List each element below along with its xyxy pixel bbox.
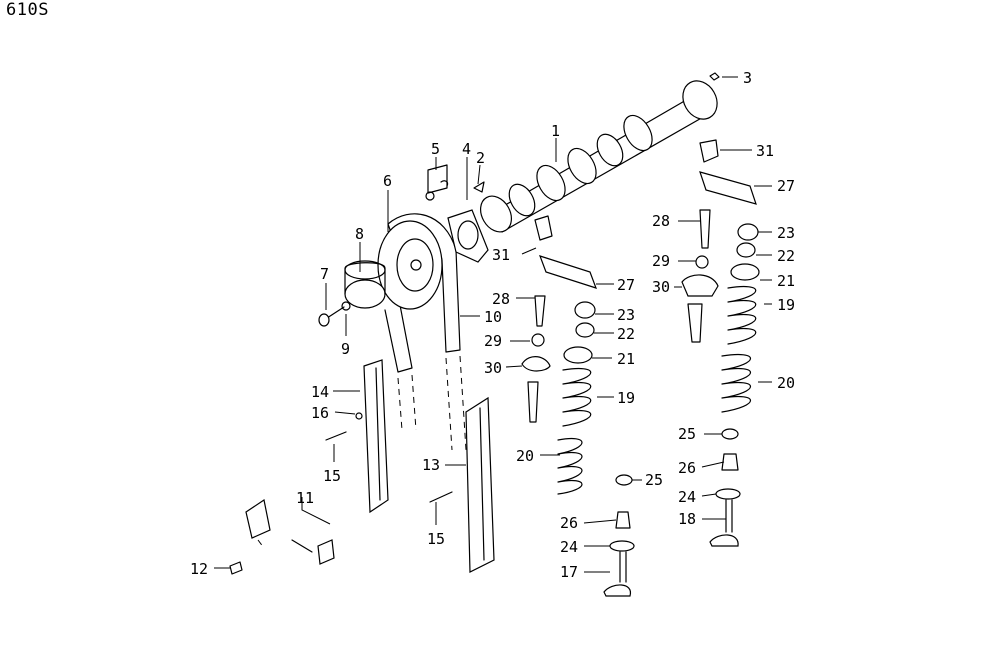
callout-29a: 29 — [484, 332, 502, 350]
callout-8: 8 — [355, 225, 364, 243]
distributor-drive — [318, 260, 386, 327]
callout-29b: 29 — [652, 252, 670, 270]
callout-5: 5 — [431, 140, 440, 158]
callout-1: 1 — [551, 122, 560, 140]
callout-11: 11 — [296, 489, 314, 507]
callout-25b: 25 — [678, 425, 696, 443]
clip-parts — [425, 164, 485, 201]
callout-19a: 19 — [617, 389, 635, 407]
callout-22b: 22 — [777, 247, 795, 265]
callout-28b: 28 — [652, 212, 670, 230]
callout-2: 2 — [476, 149, 485, 167]
camshaft — [479, 72, 720, 233]
diagram-code: 610S — [6, 0, 49, 20]
chain-guides — [325, 359, 495, 573]
callout-14: 14 — [311, 383, 329, 401]
callout-20a: 20 — [516, 447, 534, 465]
callout-26a: 26 — [560, 514, 578, 532]
callout-9: 9 — [341, 340, 350, 358]
callout-26b: 26 — [678, 459, 696, 477]
callout-31b: 31 — [756, 142, 774, 160]
callout-23b: 23 — [777, 224, 795, 242]
callout-6: 6 — [383, 172, 392, 190]
callout-19b: 19 — [777, 296, 795, 314]
callout-20b: 20 — [777, 374, 795, 392]
callout-21a: 21 — [617, 350, 635, 368]
valve-train-center — [521, 255, 635, 597]
callout-15b: 15 — [427, 530, 445, 548]
callout-27a: 27 — [617, 276, 635, 294]
chain-tensioner — [229, 499, 335, 575]
callout-16: 16 — [311, 404, 329, 422]
callout-13: 13 — [422, 456, 440, 474]
callout-18: 18 — [678, 510, 696, 528]
callout-25a: 25 — [645, 471, 663, 489]
callout-30b: 30 — [652, 278, 670, 296]
callout-27b: 27 — [777, 177, 795, 195]
callout-7: 7 — [320, 265, 329, 283]
callout-10: 10 — [484, 308, 502, 326]
callout-4: 4 — [462, 140, 471, 158]
callout-24b: 24 — [678, 488, 696, 506]
cam-sprocket — [377, 220, 443, 310]
callout-3: 3 — [743, 69, 752, 87]
valve-train-right — [534, 139, 760, 547]
callout-22a: 22 — [617, 325, 635, 343]
callout-28a: 28 — [492, 290, 510, 308]
leader-lines — [214, 76, 772, 573]
callout-15a: 15 — [323, 467, 341, 485]
callout-12: 12 — [190, 560, 208, 578]
callout-30a: 30 — [484, 359, 502, 377]
callout-23a: 23 — [617, 306, 635, 324]
callout-31a: 31 — [492, 246, 510, 264]
callout-17: 17 — [560, 563, 578, 581]
callout-labels: 1 2 3 4 5 6 7 8 9 10 11 12 13 14 15 15 1… — [190, 69, 795, 581]
callout-21b: 21 — [777, 272, 795, 290]
callout-24a: 24 — [560, 538, 578, 556]
sprocket-plate — [447, 209, 489, 263]
